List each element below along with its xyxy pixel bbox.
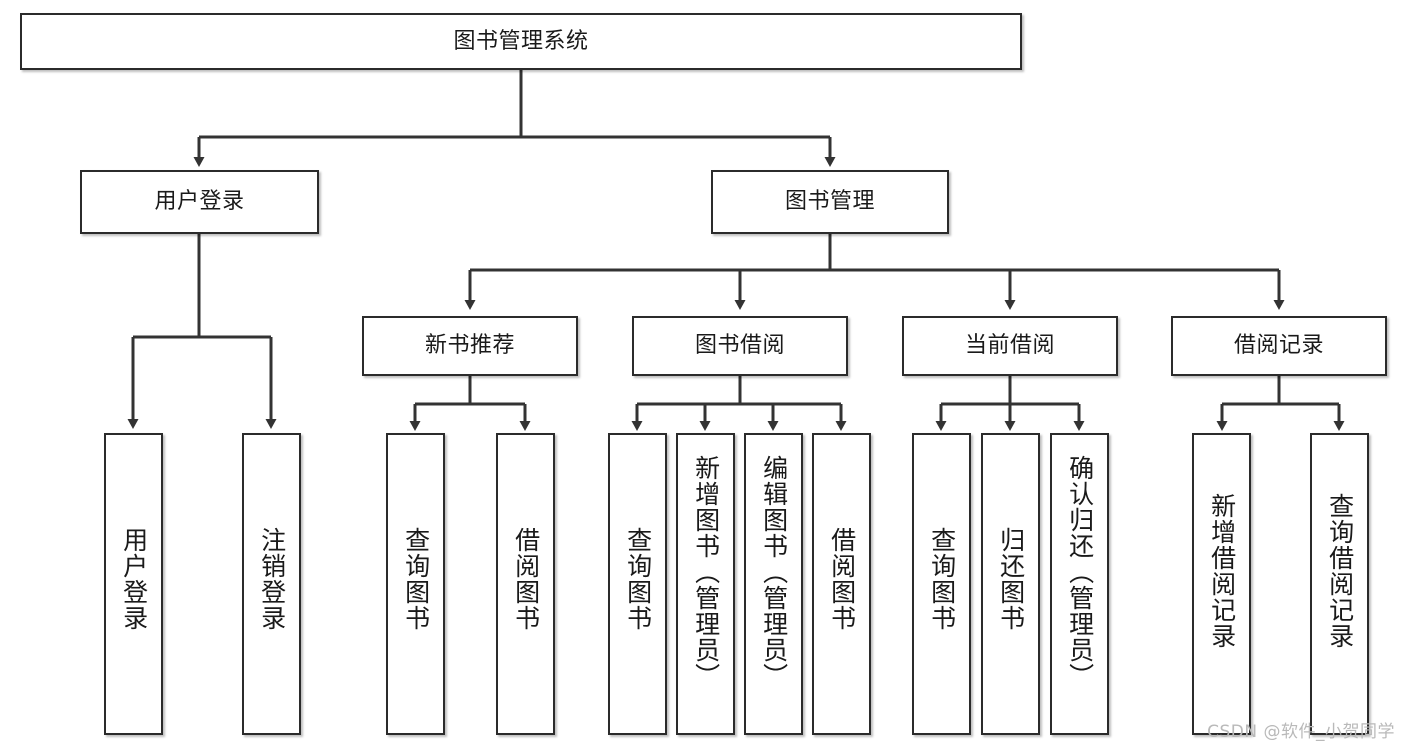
- node-book-borrow[interactable]: 图书借阅: [632, 316, 848, 376]
- node-root[interactable]: 图书管理系统: [20, 13, 1022, 70]
- leaf-add-record[interactable]: 新增借阅记录: [1192, 433, 1251, 735]
- leaf-query-book-1-label: 查询图书: [401, 527, 431, 631]
- leaf-query-book-3-label: 查询图书: [927, 527, 957, 631]
- node-user-login-label: 用户登录: [154, 189, 245, 215]
- node-borrow-record-label: 借阅记录: [1233, 333, 1324, 359]
- watermark: CSDN @软件_小贺同学: [1207, 722, 1395, 742]
- node-book-management-label: 图书管理: [784, 189, 875, 215]
- leaf-borrow-book-2-label: 借阅图书: [827, 527, 857, 631]
- leaf-add-book[interactable]: 新增图书（管理员）: [676, 433, 735, 735]
- leaf-logout[interactable]: 注销登录: [242, 433, 301, 735]
- node-current-borrow[interactable]: 当前借阅: [902, 316, 1118, 376]
- leaf-edit-book[interactable]: 编辑图书（管理员）: [744, 433, 803, 735]
- leaf-query-book-2-label: 查询图书: [623, 527, 653, 631]
- leaf-edit-book-label: 编辑图书（管理员）: [759, 455, 789, 689]
- leaf-confirm-return-label: 确认归还（管理员）: [1065, 455, 1095, 689]
- leaf-user-login[interactable]: 用户登录: [104, 433, 163, 735]
- node-root-label: 图书管理系统: [453, 28, 589, 54]
- leaf-query-book-3[interactable]: 查询图书: [912, 433, 971, 735]
- node-borrow-record[interactable]: 借阅记录: [1171, 316, 1387, 376]
- leaf-borrow-book-2[interactable]: 借阅图书: [812, 433, 871, 735]
- node-user-login[interactable]: 用户登录: [80, 170, 319, 234]
- leaf-borrow-book-1[interactable]: 借阅图书: [496, 433, 555, 735]
- node-current-borrow-label: 当前借阅: [964, 333, 1055, 359]
- leaf-user-login-label: 用户登录: [119, 527, 149, 631]
- leaf-query-record-label: 查询借阅记录: [1325, 493, 1355, 649]
- leaf-confirm-return[interactable]: 确认归还（管理员）: [1050, 433, 1109, 735]
- leaf-return-book-label: 归还图书: [996, 527, 1026, 631]
- leaf-add-record-label: 新增借阅记录: [1207, 493, 1237, 649]
- leaf-return-book[interactable]: 归还图书: [981, 433, 1040, 735]
- node-new-book-recommend-label: 新书推荐: [424, 333, 515, 359]
- leaf-logout-label: 注销登录: [257, 527, 287, 631]
- leaf-query-book-1[interactable]: 查询图书: [386, 433, 445, 735]
- node-book-borrow-label: 图书借阅: [694, 333, 785, 359]
- node-new-book-recommend[interactable]: 新书推荐: [362, 316, 578, 376]
- leaf-add-book-label: 新增图书（管理员）: [691, 455, 721, 689]
- node-book-management[interactable]: 图书管理: [711, 170, 949, 234]
- leaf-borrow-book-1-label: 借阅图书: [511, 527, 541, 631]
- leaf-query-book-2[interactable]: 查询图书: [608, 433, 667, 735]
- leaf-query-record[interactable]: 查询借阅记录: [1310, 433, 1369, 735]
